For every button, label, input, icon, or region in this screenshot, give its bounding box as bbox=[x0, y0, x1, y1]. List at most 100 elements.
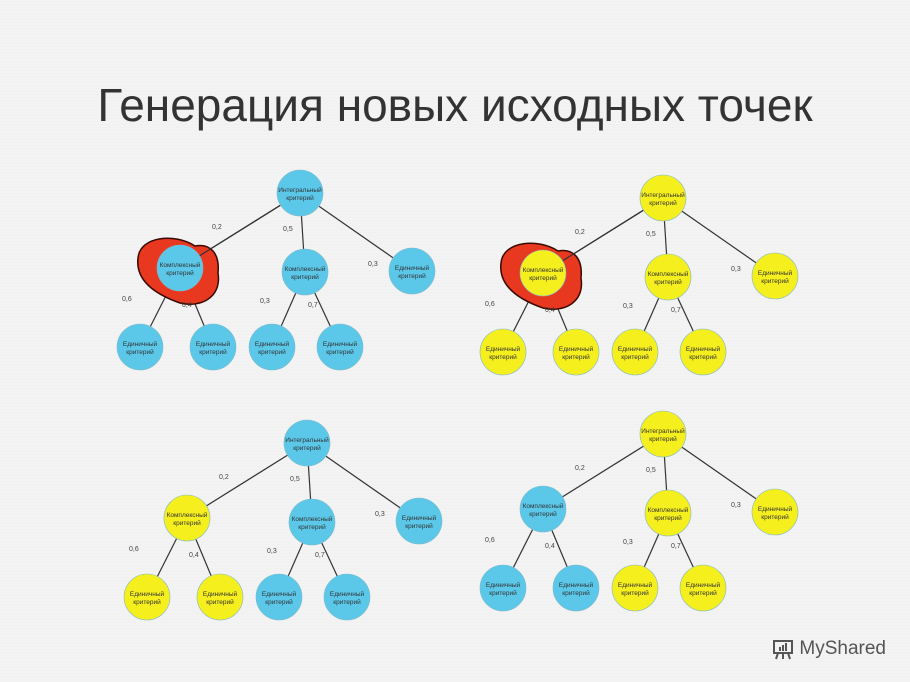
node-circle bbox=[644, 253, 692, 301]
node-circle bbox=[156, 244, 204, 292]
edge-weight: 0,3 bbox=[375, 511, 385, 518]
edge-weight: 0,4 bbox=[189, 552, 199, 559]
node-circle bbox=[479, 564, 527, 612]
node-circle bbox=[644, 489, 692, 537]
node-label: Комплексный bbox=[292, 515, 333, 523]
node-label: Интегральный bbox=[278, 186, 322, 194]
node-circle bbox=[552, 328, 600, 376]
node-label: критерий bbox=[649, 199, 677, 207]
myshared-logo[interactable]: MyShared bbox=[771, 638, 886, 660]
edge-weight: 0,6 bbox=[485, 301, 495, 308]
edge-weight: 0,2 bbox=[575, 229, 585, 236]
node-label: Единичный bbox=[758, 505, 793, 513]
edge-weight: 0,3 bbox=[731, 266, 741, 273]
node-label: Единичный bbox=[255, 340, 290, 348]
node-label: критерий bbox=[529, 274, 557, 282]
node-label: критерий bbox=[562, 589, 590, 597]
node-label: Единичный bbox=[262, 590, 297, 598]
node-label: критерий bbox=[166, 269, 194, 277]
node-label: Комплексный bbox=[523, 266, 564, 274]
node-label: критерий bbox=[649, 435, 677, 443]
node-label: Единичный bbox=[395, 264, 430, 272]
node-circle bbox=[751, 488, 799, 536]
node-circle bbox=[163, 494, 211, 542]
node-label: критерий bbox=[761, 277, 789, 285]
edge-weight: 0,6 bbox=[122, 296, 132, 303]
node-label: критерий bbox=[489, 353, 517, 361]
node-circle bbox=[395, 497, 443, 545]
node-label: Комплексный bbox=[160, 261, 201, 269]
node-label: критерий bbox=[562, 353, 590, 361]
edge-weight: 0,5 bbox=[283, 226, 293, 233]
edge-weight: 0,7 bbox=[315, 552, 325, 559]
node-circle bbox=[552, 564, 600, 612]
node-label: Единичный bbox=[686, 345, 721, 353]
node-circle bbox=[323, 573, 371, 621]
node-label: критерий bbox=[405, 522, 433, 530]
node-label: критерий bbox=[689, 353, 717, 361]
edge bbox=[179, 192, 301, 269]
node-circle bbox=[679, 564, 727, 612]
edge-weight: 0,7 bbox=[308, 302, 318, 309]
node-label: критерий bbox=[654, 278, 682, 286]
node-circle bbox=[316, 323, 364, 371]
node-circle bbox=[189, 323, 237, 371]
node-label: Интегральный bbox=[285, 436, 329, 444]
presentation-board-icon bbox=[773, 640, 794, 660]
edge-weight: 0,6 bbox=[129, 546, 139, 553]
node-label: критерий bbox=[291, 273, 319, 281]
edge-weight: 0,3 bbox=[267, 548, 277, 555]
node-label: Комплексный bbox=[523, 502, 564, 510]
node-label: критерий bbox=[621, 353, 649, 361]
node-label: Единичный bbox=[330, 590, 365, 598]
node-label: Интегральный bbox=[641, 427, 685, 435]
edge-weight: 0,4 bbox=[545, 307, 555, 314]
node-label: критерий bbox=[293, 444, 321, 452]
node-label: критерий bbox=[173, 519, 201, 527]
edge-weight: 0,7 bbox=[671, 543, 681, 550]
logo-text: MyShared bbox=[799, 638, 886, 659]
node-label: критерий bbox=[333, 598, 361, 606]
node-circle bbox=[248, 323, 296, 371]
node-label: Комплексный bbox=[648, 270, 689, 278]
node-label: критерий bbox=[265, 598, 293, 606]
node-label: Интегральный bbox=[641, 191, 685, 199]
node-circle bbox=[519, 485, 567, 533]
node-label: критерий bbox=[199, 348, 227, 356]
slide-title: Генерация новых исходных точек bbox=[97, 79, 813, 131]
node-label: Единичный bbox=[486, 581, 521, 589]
edge bbox=[542, 197, 664, 274]
node-circle bbox=[283, 419, 331, 467]
node-label: Единичный bbox=[559, 345, 594, 353]
node-label: критерий bbox=[529, 510, 557, 518]
node-label: критерий bbox=[133, 598, 161, 606]
node-label: критерий bbox=[689, 589, 717, 597]
node-label: Единичный bbox=[486, 345, 521, 353]
edge-weight: 0,2 bbox=[212, 224, 222, 231]
node-label: критерий bbox=[206, 598, 234, 606]
node-circle bbox=[388, 247, 436, 295]
